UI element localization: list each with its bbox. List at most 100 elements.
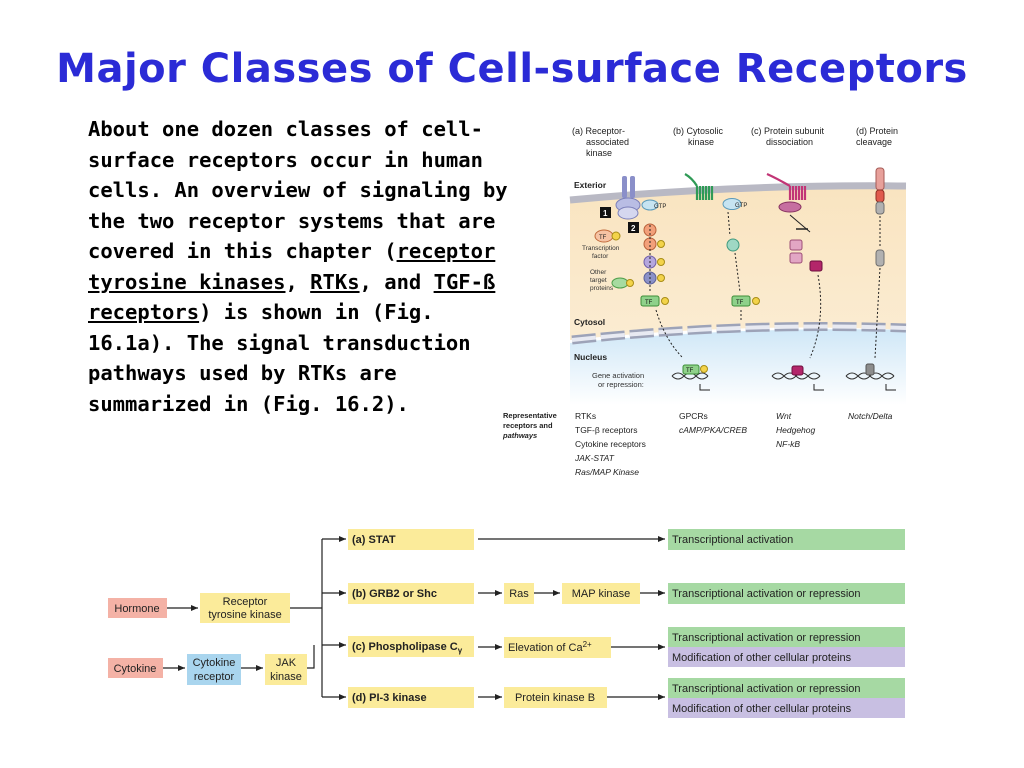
outcome-d2-box [668,698,905,718]
col-c-line1: (c) Protein subunit [751,126,825,136]
pathway-item-a: Cytokine receptors [575,439,646,449]
branch-b-box [348,583,474,604]
receptor-kinase-line2: tyrosine kinase [208,609,281,621]
branch-c-label: (c) Phospholipase Cγ [352,641,463,655]
link-tgf-receptors[interactable]: TGF-ß receptors [88,269,496,325]
branch-b-label: (b) GRB2 or Shc [352,588,437,600]
other-targets-line1: Other [590,269,607,276]
body-paragraph: About one dozen classes of cell-surface … [88,114,508,419]
nuclear-envelope [571,322,907,345]
step-1-label: 1 [603,209,608,218]
jak-line2: kinase [270,671,302,683]
cytokine-box [108,658,163,678]
col-b-line1: (b) Cytosolic [673,126,724,136]
dna-helix-c [771,365,824,391]
col-d-line1: (d) Protein [856,126,898,136]
receptor-kinase-box [200,593,290,623]
pathway-item-b: cAMP/PKA/CREB [679,425,747,435]
gtp-label-b: GTP [735,203,747,209]
calcium-box [504,637,611,658]
step-2-label: 2 [631,224,636,233]
branch-c-box [348,636,474,657]
hormone-box [108,598,167,618]
outcome-d1-label: Transcriptional activation or repression [672,683,861,695]
pkb-box [504,687,607,708]
cytokine-receptor-line2: receptor [194,671,235,683]
col-a-line2: associated [586,137,629,147]
pathway-item-a: JAK-STAT [574,453,615,463]
receptor-kinase-illustration: GTP 1 2 TF Transcription factor Other ta… [582,176,684,359]
gtp-label-a: GTP [654,204,666,210]
nucleus-label: Nucleus [574,352,607,362]
pathway-item-b: GPCRs [679,411,708,421]
branch-a-label: (a) STAT [352,534,396,546]
col-d-line2: cleavage [856,137,892,147]
outcome-c2-box [668,647,905,667]
tf-label-3: TF [736,300,744,306]
rep-header-line1: Representative [503,411,557,420]
pathway-item-a: TGF-β receptors [575,425,638,435]
cytokine-label: Cytokine [114,663,157,675]
tf-label-4: TF [686,368,694,374]
cytokine-receptor-box [187,654,241,685]
hormone-label: Hormone [114,603,159,615]
exterior-label: Exterior [574,180,607,190]
col-b-line2: kinase [688,137,714,147]
link-rtks[interactable]: RTKs [310,269,360,294]
gene-activation-line2: or repression: [598,380,644,389]
branch-d-label: (d) PI-3 kinase [352,692,427,704]
protein-cleavage-illustration [874,167,885,359]
pathway-item-a: Ras/MAP Kinase [575,467,639,477]
outcome-c2-label: Modification of other cellular proteins [672,652,852,664]
branch-a-box [348,529,474,550]
col-a-line3: kinase [586,148,612,158]
step-1-badge [600,207,611,218]
receptor-kinase-line1: Receptor [223,596,268,608]
outcome-c1-label: Transcriptional activation or repression [672,632,861,644]
outcome-a-label: Transcriptional activation [672,534,793,546]
col-a-line1: (a) Receptor- [572,126,625,136]
link-receptor-tyrosine-kinases[interactable]: receptor tyrosine kinases [88,239,496,294]
pathway-item-c: Hedgehog [776,425,816,435]
outcome-a-box [668,529,905,550]
rep-header-line2: receptors and [503,421,553,430]
pathway-item-c: NF-kB [776,439,800,449]
pkb-label: Protein kinase B [515,692,595,704]
body-sep-2: , and [359,269,434,294]
col-c-line2: dissociation [766,137,813,147]
pathway-item-d: Notch/Delta [848,411,893,421]
cytokine-receptor-line1: Cytokine [193,657,236,669]
branch-d-box [348,687,474,708]
pathway-item-a: RTKs [575,411,596,421]
jak-kinase-box [265,654,307,685]
tf-caption-line2: factor [592,253,609,260]
ras-label: Ras [509,588,529,600]
rep-header-line3: pathways [502,431,537,440]
step-2-badge [628,222,639,233]
other-targets-line2: target [590,277,607,284]
gene-activation-line1: Gene activation [592,371,644,380]
dna-helix-d [845,363,896,391]
map-kinase-label: MAP kinase [572,588,631,600]
subunit-dissociation-illustration [766,172,823,359]
flow-connectors [163,536,665,700]
outcome-d1-box [668,678,905,698]
body-text-2: ) is shown in (Fig. 16.1a). The signal t… [88,300,471,416]
body-text-1: About one dozen classes of cell-surface … [88,117,508,263]
body-sep-1: , [285,269,311,294]
plasma-membrane [569,182,907,204]
cytosolic-kinase-illustration: GTP TF [684,173,760,322]
other-targets-line3: proteins [590,285,614,292]
ras-box [504,583,534,604]
calcium-label: Elevation of Ca2+ [508,640,592,654]
cytosol-label: Cytosol [574,317,605,327]
map-kinase-box [562,583,640,604]
jak-line1: JAK [276,657,297,669]
outcome-c1-box [668,627,905,647]
pathway-item-c: Wnt [776,411,792,421]
outcome-d2-label: Modification of other cellular proteins [672,703,852,715]
tf-caption-line1: Transcription [582,245,620,252]
